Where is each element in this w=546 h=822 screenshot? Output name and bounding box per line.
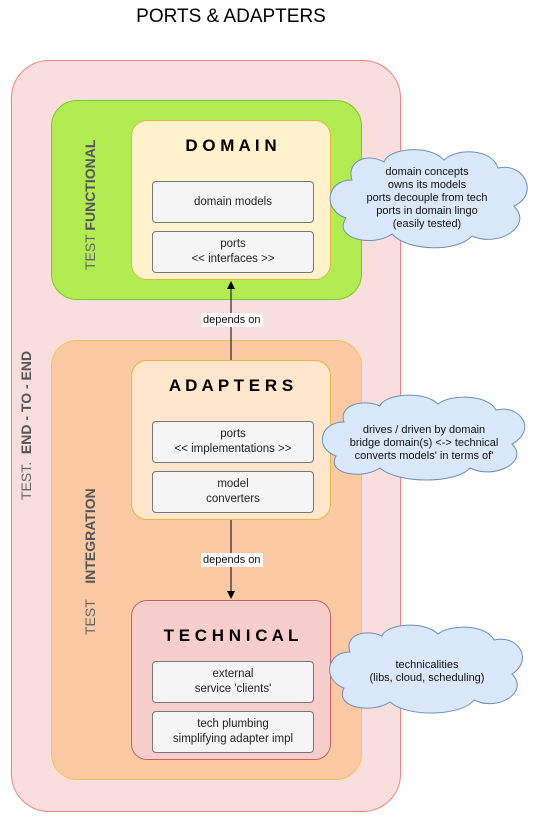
depends-on-label-bottom: depends on <box>201 553 263 567</box>
domain-ports-item[interactable]: ports << interfaces >> <box>152 231 314 273</box>
domain-title: D O M A I N <box>185 136 277 155</box>
technical-title: T E C H N I C A L <box>163 626 299 645</box>
external-clients-item[interactable]: external service 'clients' <box>152 661 314 703</box>
domain-models-item[interactable]: domain models <box>152 181 314 223</box>
technical-note-text: technicalities (libs, cloud, scheduling) <box>369 659 485 684</box>
technical-box[interactable]: T E C H N I C A L external service 'clie… <box>131 600 331 760</box>
adapters-ports-item[interactable]: ports << implementations >> <box>152 421 314 463</box>
model-converters-item[interactable]: model converters <box>152 471 314 513</box>
diagram-title: PORTS & ADAPTERS <box>136 6 326 27</box>
adapters-title: A D A P T E R S <box>168 376 294 395</box>
domain-note-cloud <box>329 149 528 249</box>
adapters-box[interactable]: A D A P T E R S ports << implementations… <box>131 360 331 520</box>
adapters-note-text: drives / driven by domain bridge domain(… <box>349 424 499 462</box>
tech-plumbing-item[interactable]: tech plumbing simplifying adapter impl <box>152 711 314 753</box>
domain-note-text: domain concepts owns its models ports de… <box>366 166 488 230</box>
adapters-note-cloud <box>321 394 526 481</box>
domain-box[interactable]: D O M A I N domain models ports << inter… <box>131 120 331 280</box>
depends-on-label-top: depends on <box>201 313 263 327</box>
technical-note-cloud <box>329 624 523 714</box>
